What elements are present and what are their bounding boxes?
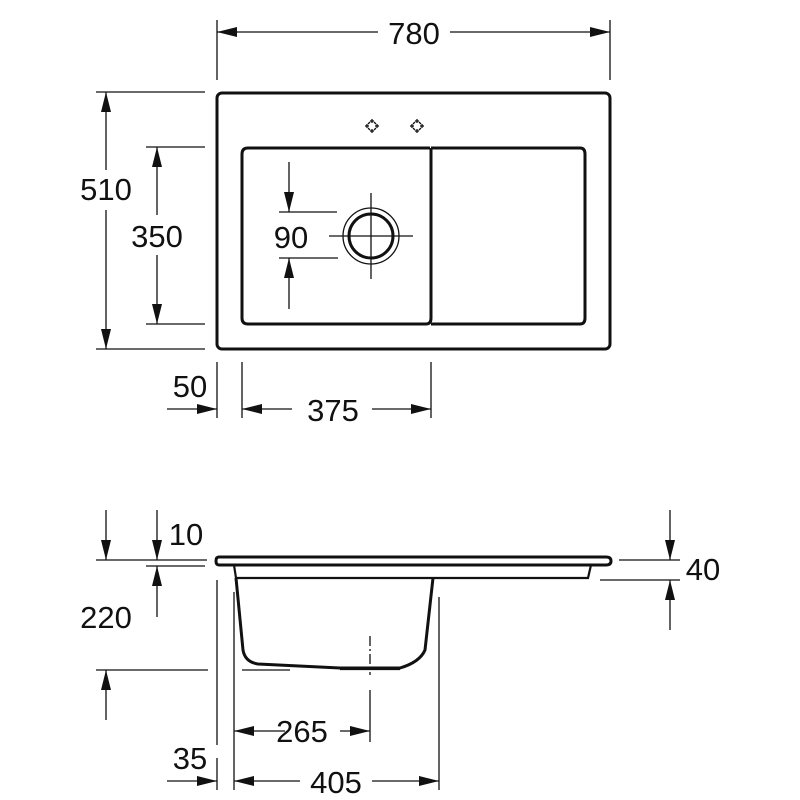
- dimension-bowl-offset-side: 35: [167, 741, 217, 786]
- svg-text:375: 375: [307, 393, 359, 428]
- svg-text:405: 405: [310, 765, 362, 800]
- sink-rim: [214, 555, 613, 567]
- svg-text:40: 40: [686, 552, 720, 587]
- dimension-bowl-offset-left: 50: [167, 362, 218, 418]
- dimension-drain-diameter: 90: [274, 162, 338, 309]
- dimension-overall-width: 780: [216, 16, 611, 80]
- dimension-rim-thickness: 10: [96, 510, 207, 617]
- svg-text:90: 90: [274, 220, 308, 255]
- drainer-underside: [232, 564, 593, 580]
- dimension-overall-height: 220: [80, 510, 290, 720]
- tap-hole-marker-icon: [410, 119, 424, 133]
- dimension-drainer-depth: 40: [600, 510, 720, 630]
- svg-text:10: 10: [169, 517, 203, 552]
- svg-text:510: 510: [80, 172, 132, 207]
- tap-hole-marker-icon: [365, 119, 379, 133]
- bowl-outline: [240, 146, 433, 326]
- svg-text:50: 50: [173, 369, 207, 404]
- top-view: 780 510 350 90: [80, 16, 612, 428]
- drainer-outline: [431, 146, 587, 326]
- dimension-bowl-width-side: 405: [234, 765, 439, 800]
- svg-text:780: 780: [388, 16, 440, 51]
- sink-outline: [215, 91, 612, 351]
- dimension-drain-center-offset: 265: [234, 714, 370, 749]
- dimension-bowl-depth: 350: [131, 146, 205, 325]
- dimension-overall-depth: 510: [80, 91, 205, 350]
- svg-text:35: 35: [173, 741, 207, 776]
- drain-icon: [329, 193, 413, 279]
- svg-text:220: 220: [80, 600, 132, 635]
- dimension-bowl-width: 375: [241, 362, 432, 428]
- bowl-profile: [234, 577, 435, 670]
- svg-text:265: 265: [276, 714, 328, 749]
- side-view: 10 220 40 265 3: [80, 510, 720, 800]
- svg-text:350: 350: [131, 219, 183, 254]
